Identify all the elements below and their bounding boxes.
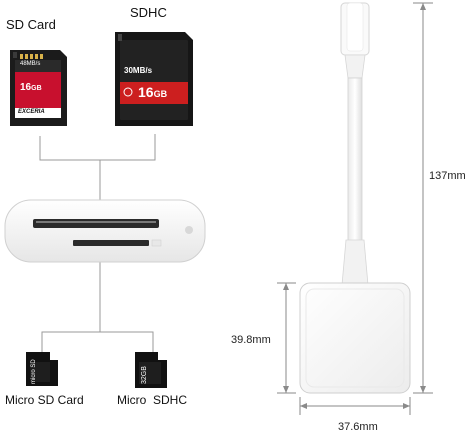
micro-sdhc-capacity: 32GB xyxy=(141,366,148,384)
dimension-lines xyxy=(277,2,433,415)
dimension-width-label: 37.6mm xyxy=(338,421,378,433)
label-sdhc: SDHC xyxy=(130,5,167,20)
sd-card-speed: 48MB/s xyxy=(20,61,41,67)
dimension-height-label: 39.8mm xyxy=(231,334,271,346)
sd-card-image xyxy=(10,50,67,126)
sdhc-speed: 30MB/s xyxy=(124,66,153,75)
sdhc-capacity: 16GB xyxy=(138,84,168,100)
label-micro-sd-card: Micro SD Card xyxy=(5,393,84,407)
micro-sd-card-image xyxy=(26,352,58,386)
micro-sdhc-card-image xyxy=(135,352,167,388)
lightning-adapter-image xyxy=(299,2,411,394)
connector-lines-top xyxy=(39,134,156,200)
label-sd-card: SD Card xyxy=(6,17,56,32)
dimension-length-label: 137mm xyxy=(429,170,466,182)
adapter-image xyxy=(4,199,206,263)
sd-card-brand: EXCERIA xyxy=(18,109,45,115)
dimension-arrows xyxy=(283,3,426,409)
label-micro-sdhc: Micro SDHC xyxy=(117,393,188,407)
sd-card-capacity: 16GB xyxy=(20,82,42,93)
micro-sd-logo: micro SD xyxy=(31,359,37,384)
sdhc-card-image xyxy=(115,32,193,126)
connector-lines-bottom xyxy=(41,262,154,352)
